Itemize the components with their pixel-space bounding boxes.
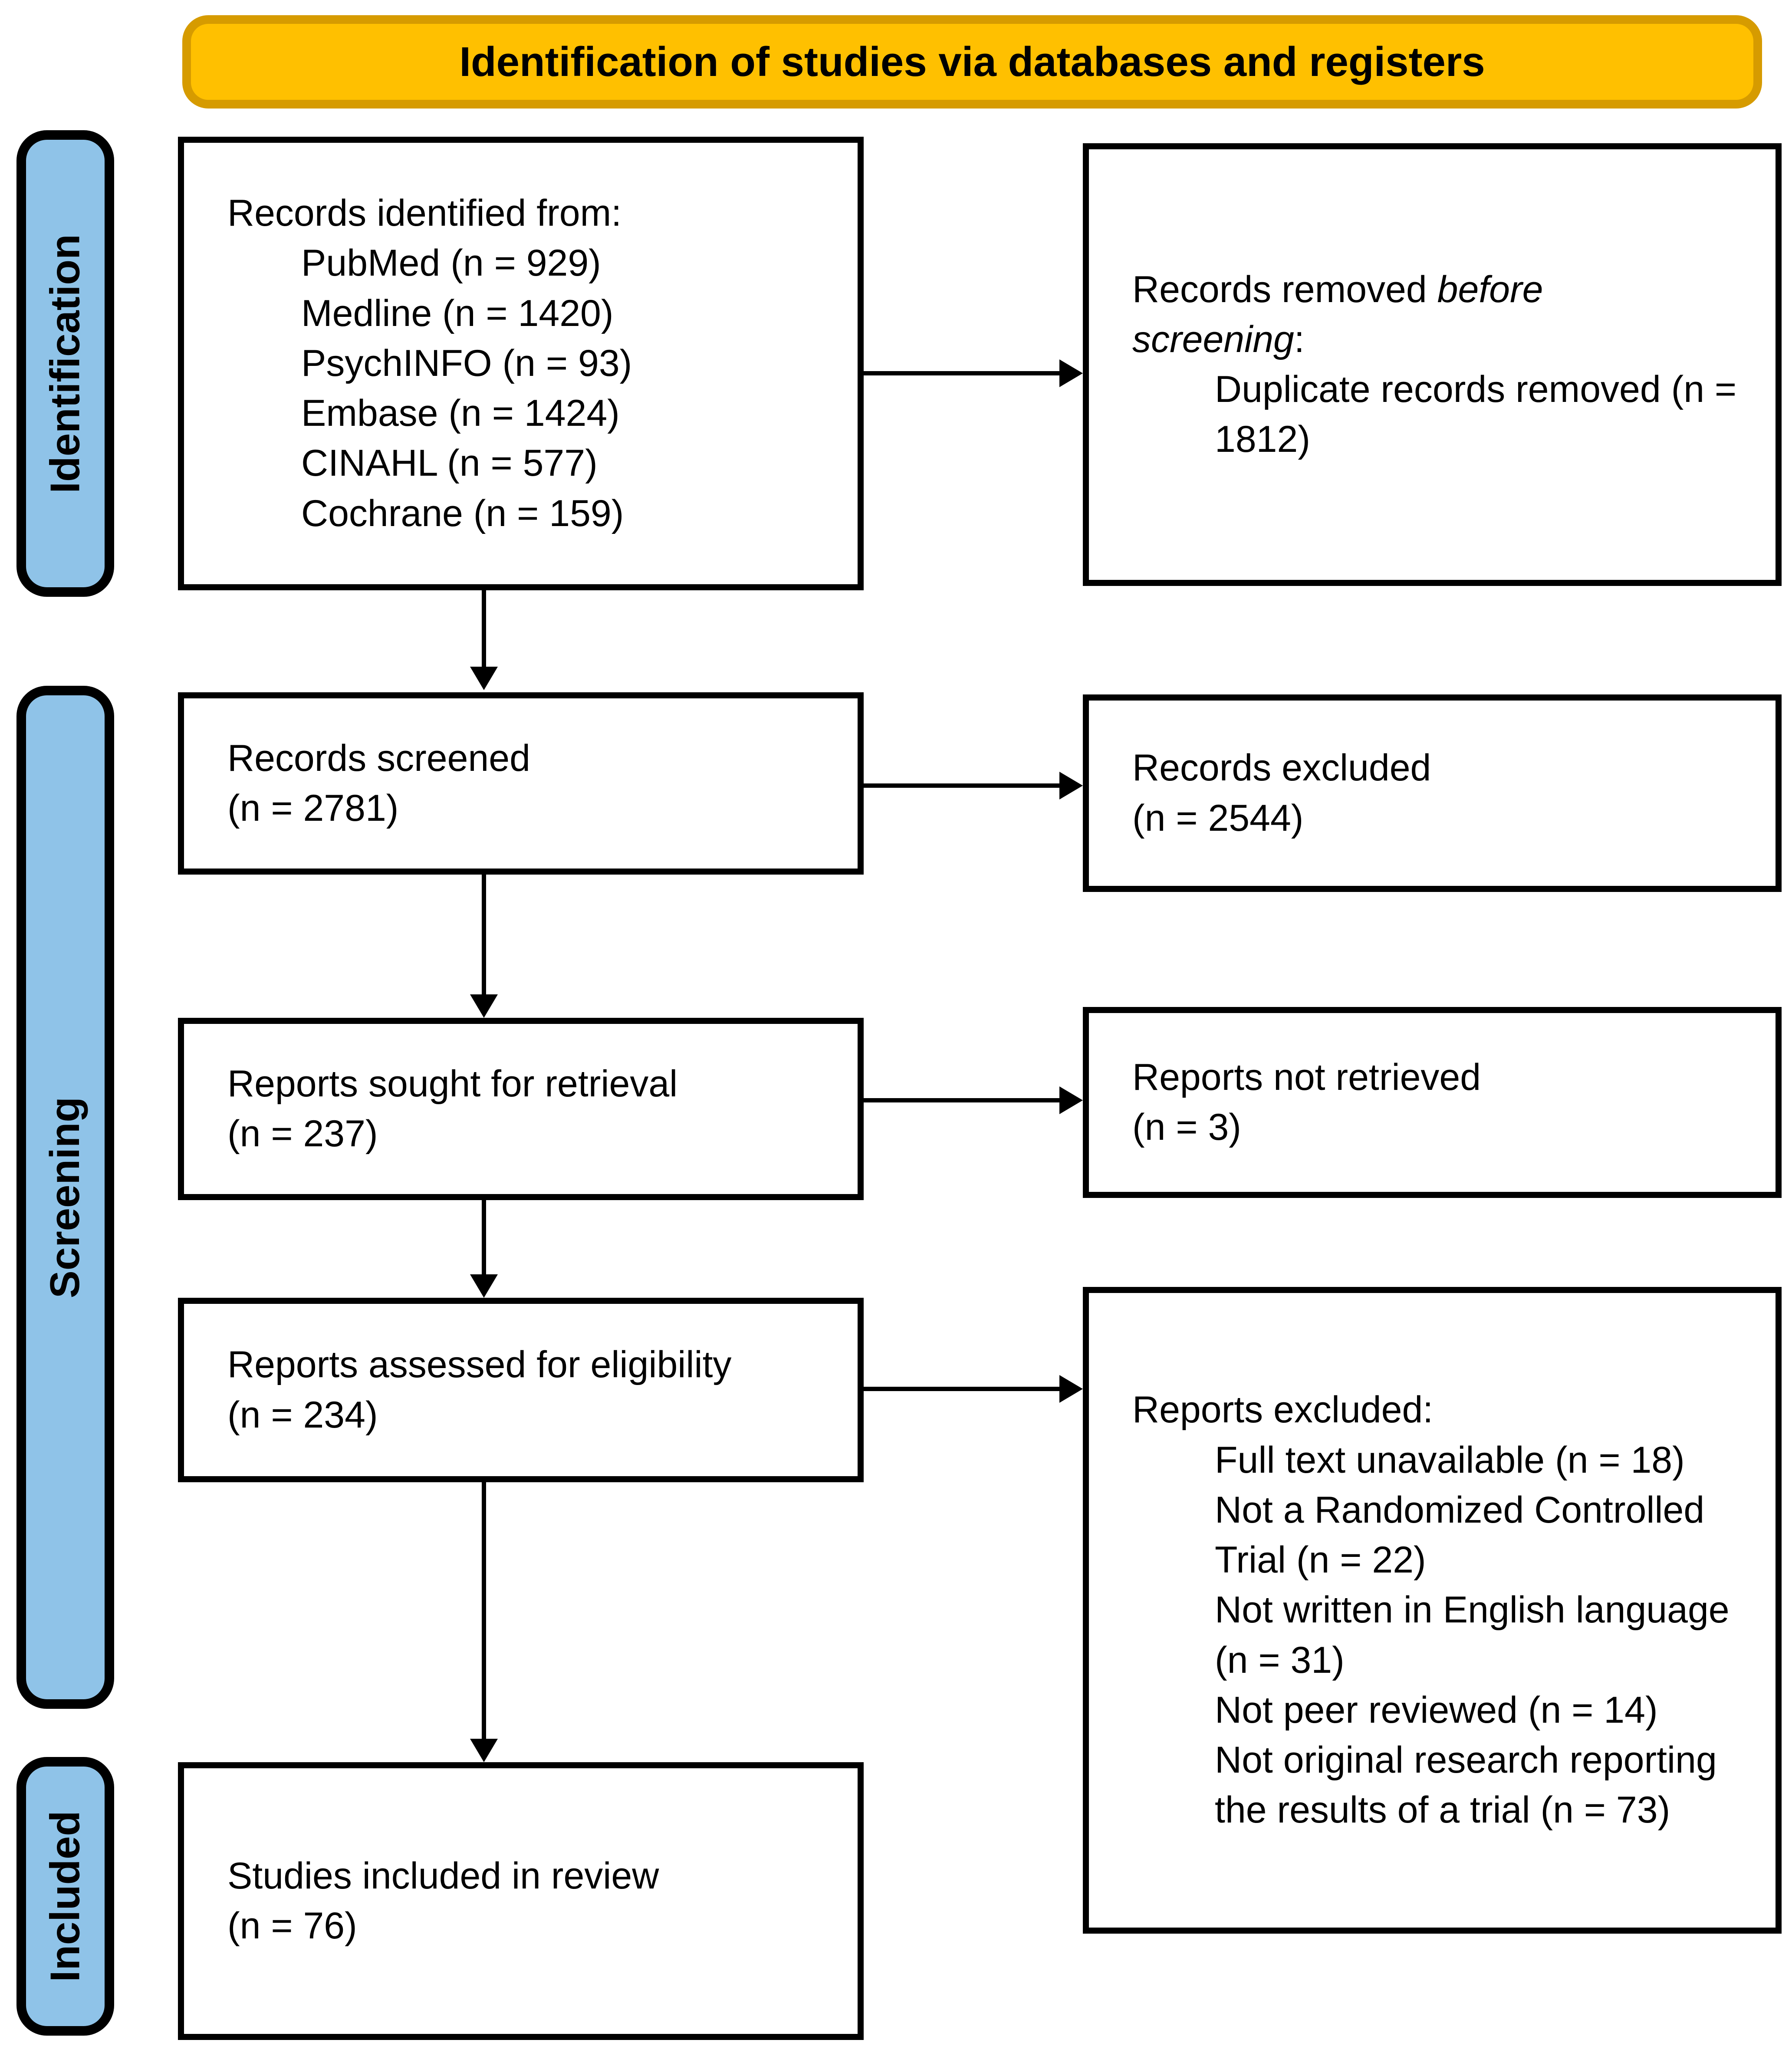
arrow-right-icon bbox=[1059, 359, 1083, 387]
arrow-line bbox=[482, 875, 486, 998]
node-records-screened: Records screened (n = 2781) bbox=[178, 692, 864, 875]
node-reports-assessed-text: Reports assessed for eligibility (n = 23… bbox=[227, 1344, 732, 1436]
node-records-removed: Records removed before screening: Duplic… bbox=[1083, 143, 1782, 586]
source-list-item: CINAHL (n = 577) bbox=[301, 442, 598, 484]
banner-title-text: Identification of studies via databases … bbox=[459, 38, 1485, 85]
stage-label-included: Included bbox=[16, 1757, 114, 2036]
arrow-line bbox=[864, 1387, 1061, 1391]
source-list-item: PsychINFO (n = 93) bbox=[301, 342, 632, 384]
exclusion-reason-item: Full text unavailable (n = 18) bbox=[1215, 1439, 1685, 1481]
stage-label-identification: Identification bbox=[16, 130, 114, 597]
arrow-right-icon bbox=[1059, 1375, 1083, 1403]
arrow-line bbox=[864, 783, 1061, 788]
source-list-item: Medline (n = 1420) bbox=[301, 292, 614, 334]
records-removed-heading-prefix: Records removed bbox=[1132, 268, 1437, 310]
node-reports-not-retrieved: Reports not retrieved (n = 3) bbox=[1083, 1007, 1782, 1198]
arrow-down-icon bbox=[470, 1274, 498, 1298]
stage-label-screening: Screening bbox=[16, 686, 114, 1709]
node-reports-sought: Reports sought for retrieval (n = 237) bbox=[178, 1018, 864, 1200]
arrow-right-icon bbox=[1059, 772, 1083, 799]
records-removed-heading-suffix: : bbox=[1294, 318, 1305, 360]
arrow-line bbox=[864, 371, 1061, 375]
node-reports-excluded-heading: Reports excluded: bbox=[1132, 1389, 1434, 1431]
node-reports-assessed: Reports assessed for eligibility (n = 23… bbox=[178, 1298, 864, 1482]
arrow-line bbox=[482, 1200, 486, 1278]
node-records-identified: Records identified from: PubMed (n = 929… bbox=[178, 137, 864, 590]
source-list-item: Cochrane (n = 159) bbox=[301, 492, 624, 534]
node-records-removed-heading: Records removed before screening: bbox=[1132, 265, 1644, 365]
node-records-screened-text: Records screened (n = 2781) bbox=[227, 737, 530, 829]
records-removed-heading-emphasis: before screening bbox=[1132, 268, 1543, 360]
node-records-removed-list: Duplicate records removed (n = 1812) bbox=[1132, 365, 1754, 464]
node-records-identified-list: PubMed (n = 929) Medline (n = 1420) PsychI… bbox=[227, 238, 632, 538]
node-studies-included-text: Studies included in review (n = 76) bbox=[227, 1855, 659, 1947]
arrow-right-icon bbox=[1059, 1086, 1083, 1114]
arrow-down-icon bbox=[470, 667, 498, 690]
node-reports-excluded-list: Full text unavailable (n = 18) Not a Rand… bbox=[1132, 1435, 1754, 1836]
source-list-item: PubMed (n = 929) bbox=[301, 242, 601, 284]
node-studies-included: Studies included in review (n = 76) bbox=[178, 1762, 864, 2040]
node-reports-sought-text: Reports sought for retrieval (n = 237) bbox=[227, 1063, 678, 1155]
node-reports-excluded: Reports excluded: Full text unavailable … bbox=[1083, 1287, 1782, 1934]
source-list-item: Embase (n = 1424) bbox=[301, 392, 620, 434]
arrow-down-icon bbox=[470, 1739, 498, 1762]
stage-label-identification-text: Identification bbox=[42, 234, 89, 494]
node-records-excluded: Records excluded (n = 2544) bbox=[1083, 694, 1782, 892]
node-records-excluded-text: Records excluded (n = 2544) bbox=[1132, 747, 1431, 839]
stage-label-included-text: Included bbox=[42, 1810, 89, 1982]
exclusion-reason-item: Not written in English language (n = 31) bbox=[1215, 1589, 1730, 1681]
exclusion-reason-item: Not peer reviewed (n = 14) bbox=[1215, 1689, 1658, 1731]
arrow-line bbox=[482, 1482, 486, 1743]
node-reports-not-retrieved-text: Reports not retrieved (n = 3) bbox=[1132, 1056, 1481, 1148]
arrow-line bbox=[482, 590, 486, 671]
arrow-down-icon bbox=[470, 994, 498, 1018]
removed-list-item: Duplicate records removed (n = 1812) bbox=[1215, 368, 1737, 461]
node-records-identified-heading: Records identified from: bbox=[227, 192, 622, 234]
arrow-line bbox=[864, 1098, 1061, 1102]
banner-title: Identification of studies via databases … bbox=[182, 15, 1762, 109]
exclusion-reason-item: Not original research reporting the resu… bbox=[1215, 1739, 1717, 1831]
exclusion-reason-item: Not a Randomized Controlled Trial (n = 2… bbox=[1215, 1489, 1705, 1581]
stage-label-screening-text: Screening bbox=[42, 1096, 89, 1298]
